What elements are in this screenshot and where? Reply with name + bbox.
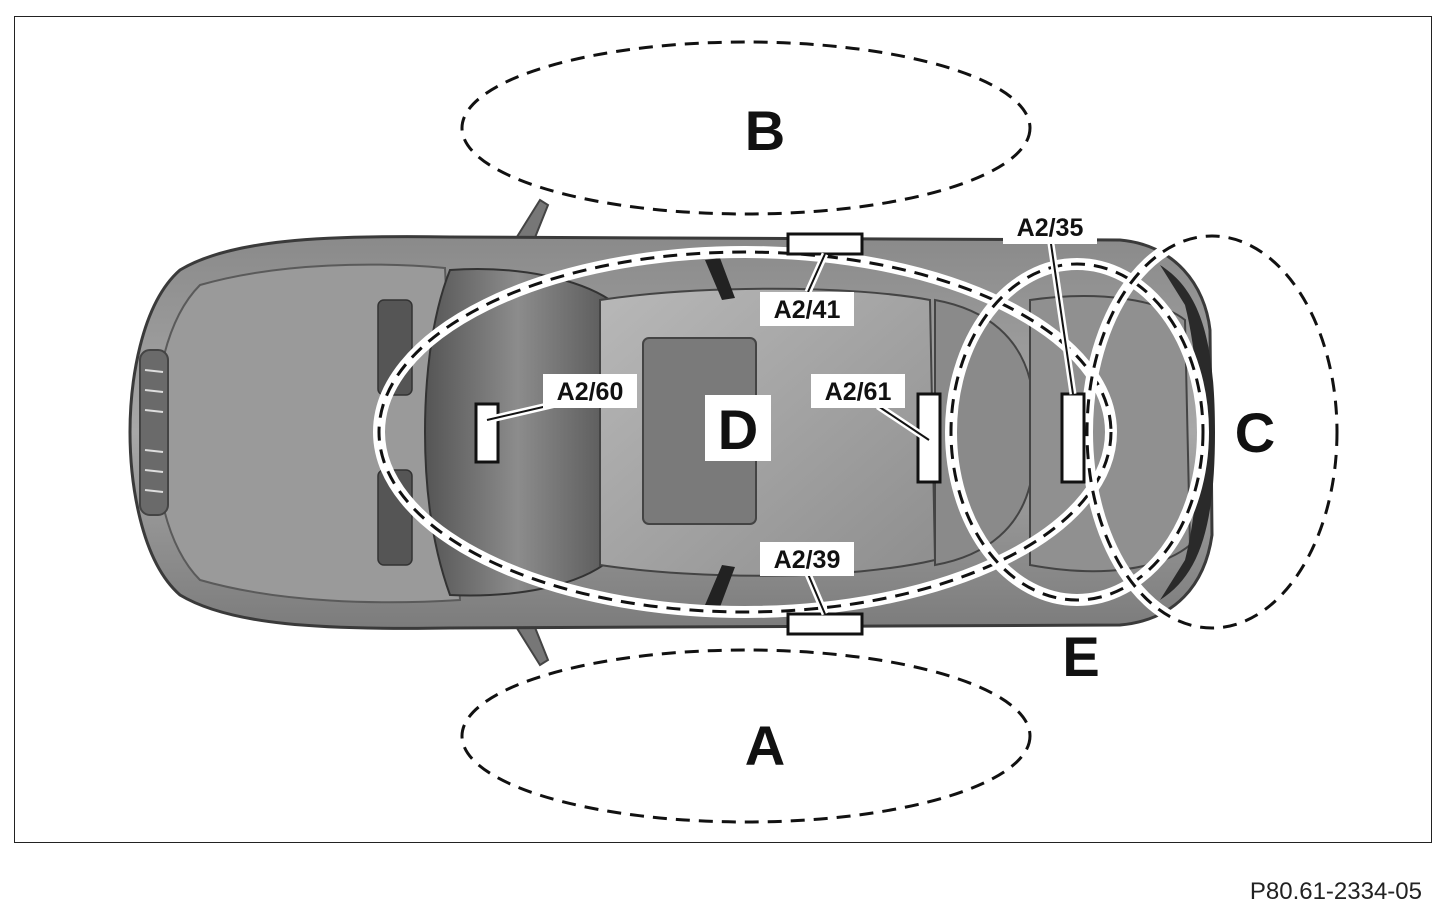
component-a2-35-box — [1060, 392, 1086, 484]
zone-e-outline — [949, 262, 1205, 602]
antenna-zones — [373, 40, 1343, 824]
label-a2-35: A2/35 — [1017, 214, 1084, 242]
diagram-frame — [14, 16, 1432, 843]
label-a2-60: A2/60 — [557, 378, 624, 406]
b-pillar-bottom — [705, 565, 735, 607]
label-plate-a2-39 — [760, 542, 854, 576]
label-a2-61: A2/61 — [825, 378, 892, 406]
windshield — [423, 268, 611, 597]
zone-letter-e: E — [1062, 625, 1099, 688]
leader-a2-35 — [1049, 236, 1074, 395]
leader-a2-39 — [807, 573, 826, 615]
zone-letter-c: C — [1235, 401, 1275, 464]
zone-d-outline — [377, 250, 1113, 614]
zone-letter-d: D — [718, 398, 758, 461]
zone-letter-a: A — [745, 714, 785, 777]
zone-a-outline — [460, 648, 1032, 824]
component-a2-39-box — [786, 612, 864, 636]
b-pillar-top — [705, 258, 735, 300]
front-grille — [139, 349, 169, 516]
zone-letter-b: B — [745, 99, 785, 162]
component-a2-41-box — [786, 232, 864, 256]
label-plate-a2-35 — [1003, 210, 1097, 244]
zone-c-outline — [1085, 234, 1339, 630]
zone-b-outline — [460, 40, 1032, 216]
label-plate-a2-41 — [760, 292, 854, 326]
zone-letter-d-plate — [705, 395, 771, 461]
component-labels: A2/41 A2/39 A2/60 A2/61 A2/35 — [543, 210, 1097, 576]
leader-a2-61 — [877, 405, 930, 441]
label-plate-a2-61 — [811, 374, 905, 408]
label-a2-39: A2/39 — [774, 546, 841, 574]
zone-letters: B A C E D — [705, 99, 1275, 777]
hood — [153, 263, 462, 604]
figure-reference-code: P80.61-2334-05 — [1249, 878, 1422, 905]
component-a2-60-box — [474, 402, 500, 464]
label-a2-41: A2/41 — [774, 296, 841, 324]
leader-a2-41 — [807, 253, 826, 293]
rear-bumper — [1160, 265, 1215, 600]
label-plate-a2-60 — [543, 374, 637, 408]
